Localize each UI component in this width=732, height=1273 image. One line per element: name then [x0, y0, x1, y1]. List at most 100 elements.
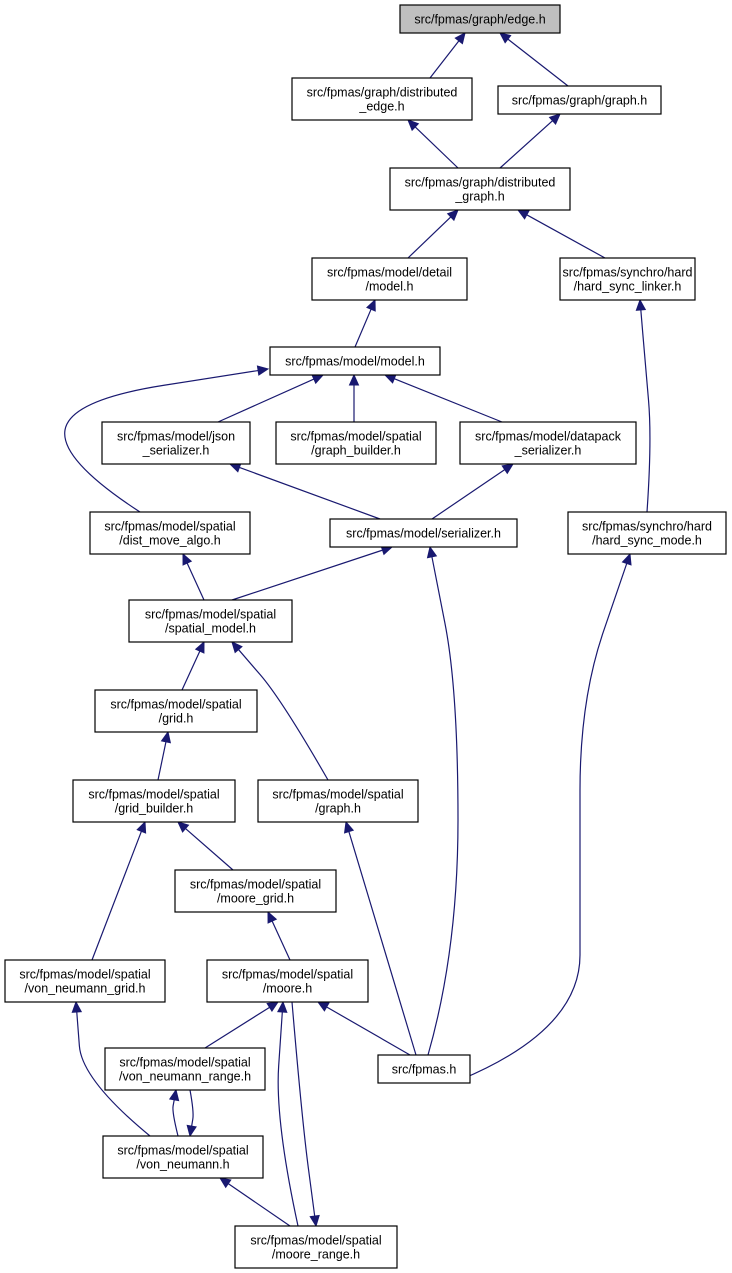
node-box-dist_move_algo[interactable] — [89, 511, 251, 555]
edge-graph-to-edge — [507, 38, 569, 87]
node-von_neumann[interactable]: src/fpmas/model/spatial/von_neumann.h — [102, 1135, 264, 1179]
edge-von_neumann-to-von_neumann_grid — [76, 1011, 151, 1137]
node-box-model[interactable] — [269, 346, 441, 376]
node-label-hard_sync_linker-line-2: /hard_sync_linker.h — [574, 280, 682, 294]
node-box-edge[interactable] — [399, 4, 561, 34]
edge-von_neumann_range-to-von_neumann — [189, 1089, 194, 1127]
node-box-datapack_serializer[interactable] — [459, 421, 637, 465]
node-label-grid-line-2: /grid.h — [159, 712, 194, 726]
arrowhead-fpmas-to-spatial_graph — [343, 820, 355, 834]
node-label-dist_move_algo-line-1: src/fpmas/model/spatial — [104, 520, 235, 534]
node-box-detail_model[interactable] — [311, 257, 468, 301]
node-box-hard_sync_mode[interactable] — [567, 511, 727, 555]
arrowhead-dist_move_algo-to-model — [256, 365, 270, 376]
arrowhead-spatial_graph-to-spatial_model — [231, 641, 243, 654]
node-moore_range[interactable]: src/fpmas/model/spatial/moore_range.h — [234, 1225, 398, 1269]
arrowhead-hard_sync_mode-to-hard_sync_linker — [635, 298, 647, 311]
node-label-spatial_model-line-2: /spatial_model.h — [165, 622, 256, 636]
node-label-datapack_serializer-line-1: src/fpmas/model/datapack — [475, 430, 622, 444]
node-datapack_serializer[interactable]: src/fpmas/model/datapack_serializer.h — [459, 421, 637, 465]
node-hard_sync_mode[interactable]: src/fpmas/synchro/hard/hard_sync_mode.h — [567, 511, 727, 555]
node-box-json_serializer[interactable] — [101, 421, 251, 465]
node-box-von_neumann_grid[interactable] — [4, 959, 166, 1003]
node-label-von_neumann-line-2: /von_neumann.h — [136, 1158, 229, 1172]
node-box-spatial_model[interactable] — [128, 599, 293, 643]
node-model[interactable]: src/fpmas/model/model.h — [269, 346, 441, 376]
node-moore[interactable]: src/fpmas/model/spatial/moore.h — [206, 959, 369, 1003]
node-box-spatial_graph[interactable] — [257, 779, 419, 823]
node-graph_builder[interactable]: src/fpmas/model/spatial/graph_builder.h — [275, 421, 437, 465]
edge-spatial_model-to-dist_move_algo — [186, 562, 205, 601]
arrowhead-detail_model-to-distributed_graph — [446, 209, 459, 222]
arrowhead-moore-to-moore_grid — [267, 910, 278, 924]
arrowhead-hard_sync_linker-to-distributed_graph — [516, 209, 530, 220]
node-label-moore_grid-line-2: /moore_grid.h — [217, 892, 294, 906]
node-box-graph_builder[interactable] — [275, 421, 437, 465]
node-label-detail_model-line-1: src/fpmas/model/detail — [327, 266, 452, 280]
node-detail_model[interactable]: src/fpmas/model/detail/model.h — [311, 257, 468, 301]
node-spatial_graph[interactable]: src/fpmas/model/spatial/graph.h — [257, 779, 419, 823]
node-label-moore-line-1: src/fpmas/model/spatial — [222, 968, 353, 982]
node-label-spatial_graph-line-1: src/fpmas/model/spatial — [272, 788, 403, 802]
node-box-distributed_graph[interactable] — [389, 167, 571, 211]
node-box-moore_grid[interactable] — [174, 869, 337, 913]
arrowhead-fpmas-to-hard_sync_mode — [621, 552, 632, 566]
node-label-edge-line-1: src/fpmas/graph/edge.h — [414, 13, 545, 27]
edge-json_serializer-to-model — [217, 378, 315, 423]
node-spatial_model[interactable]: src/fpmas/model/spatial/spatial_model.h — [128, 599, 293, 643]
node-box-distributed_edge[interactable] — [291, 77, 473, 121]
node-box-moore[interactable] — [206, 959, 369, 1003]
node-box-von_neumann[interactable] — [102, 1135, 264, 1179]
node-von_neumann_grid[interactable]: src/fpmas/model/spatial/von_neumann_grid… — [4, 959, 166, 1003]
arrowhead-datapack_serializer-to-model — [383, 374, 397, 384]
node-fpmas[interactable]: src/fpmas.h — [377, 1054, 471, 1084]
edge-fpmas-to-hard_sync_mode — [459, 563, 628, 1081]
node-box-von_neumann_range[interactable] — [104, 1047, 266, 1091]
node-hard_sync_linker[interactable]: src/fpmas/synchro/hard/hard_sync_linker.… — [559, 257, 696, 301]
node-label-hard_sync_mode-line-1: src/fpmas/synchro/hard — [582, 520, 712, 534]
node-moore_grid[interactable]: src/fpmas/model/spatial/moore_grid.h — [174, 869, 337, 913]
edge-hard_sync_linker-to-distributed_graph — [526, 214, 606, 259]
node-box-moore_range[interactable] — [234, 1225, 398, 1269]
node-label-fpmas-line-1: src/fpmas.h — [392, 1063, 457, 1077]
node-grid[interactable]: src/fpmas/model/spatial/grid.h — [94, 689, 258, 733]
node-box-serializer[interactable] — [329, 518, 518, 548]
node-label-graph_builder-line-1: src/fpmas/model/spatial — [290, 430, 421, 444]
edge-spatial_model-to-serializer — [231, 549, 383, 601]
edge-distributed_graph-to-distributed_edge — [414, 126, 459, 169]
edge-fpmas-to-spatial_graph — [348, 831, 417, 1056]
node-box-grid[interactable] — [94, 689, 258, 733]
edge-moore_range-to-von_neumann — [227, 1183, 291, 1227]
arrowhead-von_neumann_range-to-moore — [266, 1001, 280, 1013]
node-box-hard_sync_linker[interactable] — [559, 257, 696, 301]
node-edge[interactable]: src/fpmas/graph/edge.h — [399, 4, 561, 34]
node-serializer[interactable]: src/fpmas/model/serializer.h — [329, 518, 518, 548]
edge-datapack_serializer-to-model — [394, 378, 503, 423]
arrowhead-von_neumann_range-to-von_neumann — [186, 1124, 197, 1138]
node-json_serializer[interactable]: src/fpmas/model/json_serializer.h — [101, 421, 251, 465]
node-von_neumann_range[interactable]: src/fpmas/model/spatial/von_neumann_rang… — [104, 1047, 266, 1091]
edge-dist_move_algo-to-model — [64, 369, 259, 513]
node-grid_builder[interactable]: src/fpmas/model/spatial/grid_builder.h — [72, 779, 236, 823]
arrowhead-graph_builder-to-model — [348, 373, 360, 386]
node-distributed_edge[interactable]: src/fpmas/graph/distributed_edge.h — [291, 77, 473, 121]
node-box-graph[interactable] — [497, 85, 662, 115]
nodes-layer: src/fpmas/graph/edge.h src/fpmas/graph/di… — [4, 4, 727, 1269]
node-label-graph-line-1: src/fpmas/graph/graph.h — [512, 94, 648, 108]
edge-distributed_edge-to-edge — [429, 40, 460, 79]
node-label-von_neumann_range-line-1: src/fpmas/model/spatial — [119, 1056, 250, 1070]
arrowhead-moore_grid-to-grid_builder — [177, 821, 190, 833]
node-box-fpmas[interactable] — [377, 1054, 471, 1084]
node-dist_move_algo[interactable]: src/fpmas/model/spatial/dist_move_algo.h — [89, 511, 251, 555]
arrowhead-moore-to-moore_range — [309, 1214, 320, 1228]
edge-von_neumann-to-von_neumann_range — [172, 1099, 179, 1137]
node-graph[interactable]: src/fpmas/graph/graph.h — [497, 85, 662, 115]
arrowhead-graph-to-edge — [499, 32, 512, 44]
node-label-von_neumann-line-1: src/fpmas/model/spatial — [117, 1144, 248, 1158]
edge-moore-to-moore_range — [291, 1001, 316, 1217]
node-box-grid_builder[interactable] — [72, 779, 236, 823]
node-distributed_graph[interactable]: src/fpmas/graph/distributed_graph.h — [389, 167, 571, 211]
arrowhead-von_neumann_grid-to-grid_builder — [136, 820, 147, 834]
edge-grid-to-spatial_model — [181, 650, 201, 691]
